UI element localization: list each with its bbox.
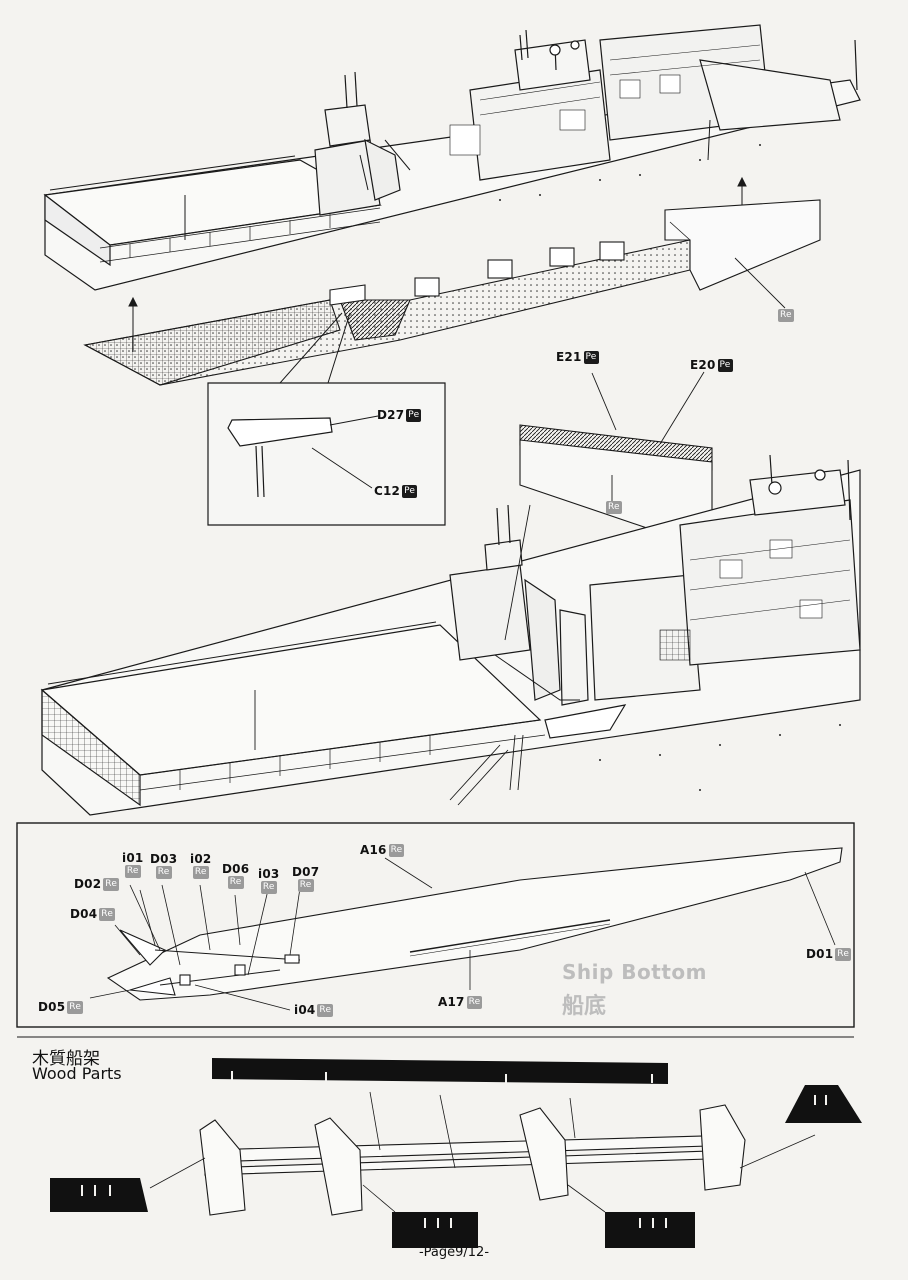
part-label-re-hull: Re: [778, 309, 794, 322]
part-label-i03: i03 Re: [258, 867, 280, 894]
part-label-re-bulwark: Re: [606, 501, 622, 514]
part-label-d01: D01 Re: [806, 947, 852, 961]
part-label-a16: A16 Re: [360, 843, 405, 857]
part-label-d07: D07 Re: [292, 865, 320, 892]
part-label-d06: D06 Re: [222, 862, 250, 889]
part-label-a17: A17 Re: [438, 995, 483, 1009]
top-ship-drawing: [43, 24, 861, 291]
part-label-d27: D27 Pe: [377, 408, 422, 422]
wood-parts-drawing: [50, 1058, 862, 1248]
part-label-d05: D05 Re: [38, 1000, 84, 1014]
part-label-i01: i01 Re: [122, 851, 144, 878]
part-label-d02: D02 Re: [74, 877, 120, 891]
part-label-i02: i02 Re: [190, 852, 212, 879]
ship-bottom-panel: [16, 822, 855, 1028]
middle-ship-drawing: [40, 454, 861, 816]
ship-bottom-title: Ship Bottom: [562, 960, 707, 984]
part-label-i04: i04 Re: [294, 1003, 334, 1017]
deck-insert: [83, 199, 821, 386]
part-label-c12: C12 Pe: [374, 484, 418, 498]
wood-parts-title: Wood Parts: [32, 1064, 122, 1083]
detail-callout: [207, 312, 446, 526]
ship-bottom-title-cn: 船底: [562, 994, 607, 1019]
part-label-e21: E21 Pe: [556, 350, 599, 364]
part-label-d03: D03 Re: [150, 852, 178, 879]
page-number: -Page9/12-: [418, 1245, 490, 1260]
part-label-d04: D04 Re: [70, 907, 116, 921]
wood-parts-title-cn: 木質船架: [32, 1049, 100, 1069]
part-label-e20: E20 Pe: [690, 358, 733, 372]
